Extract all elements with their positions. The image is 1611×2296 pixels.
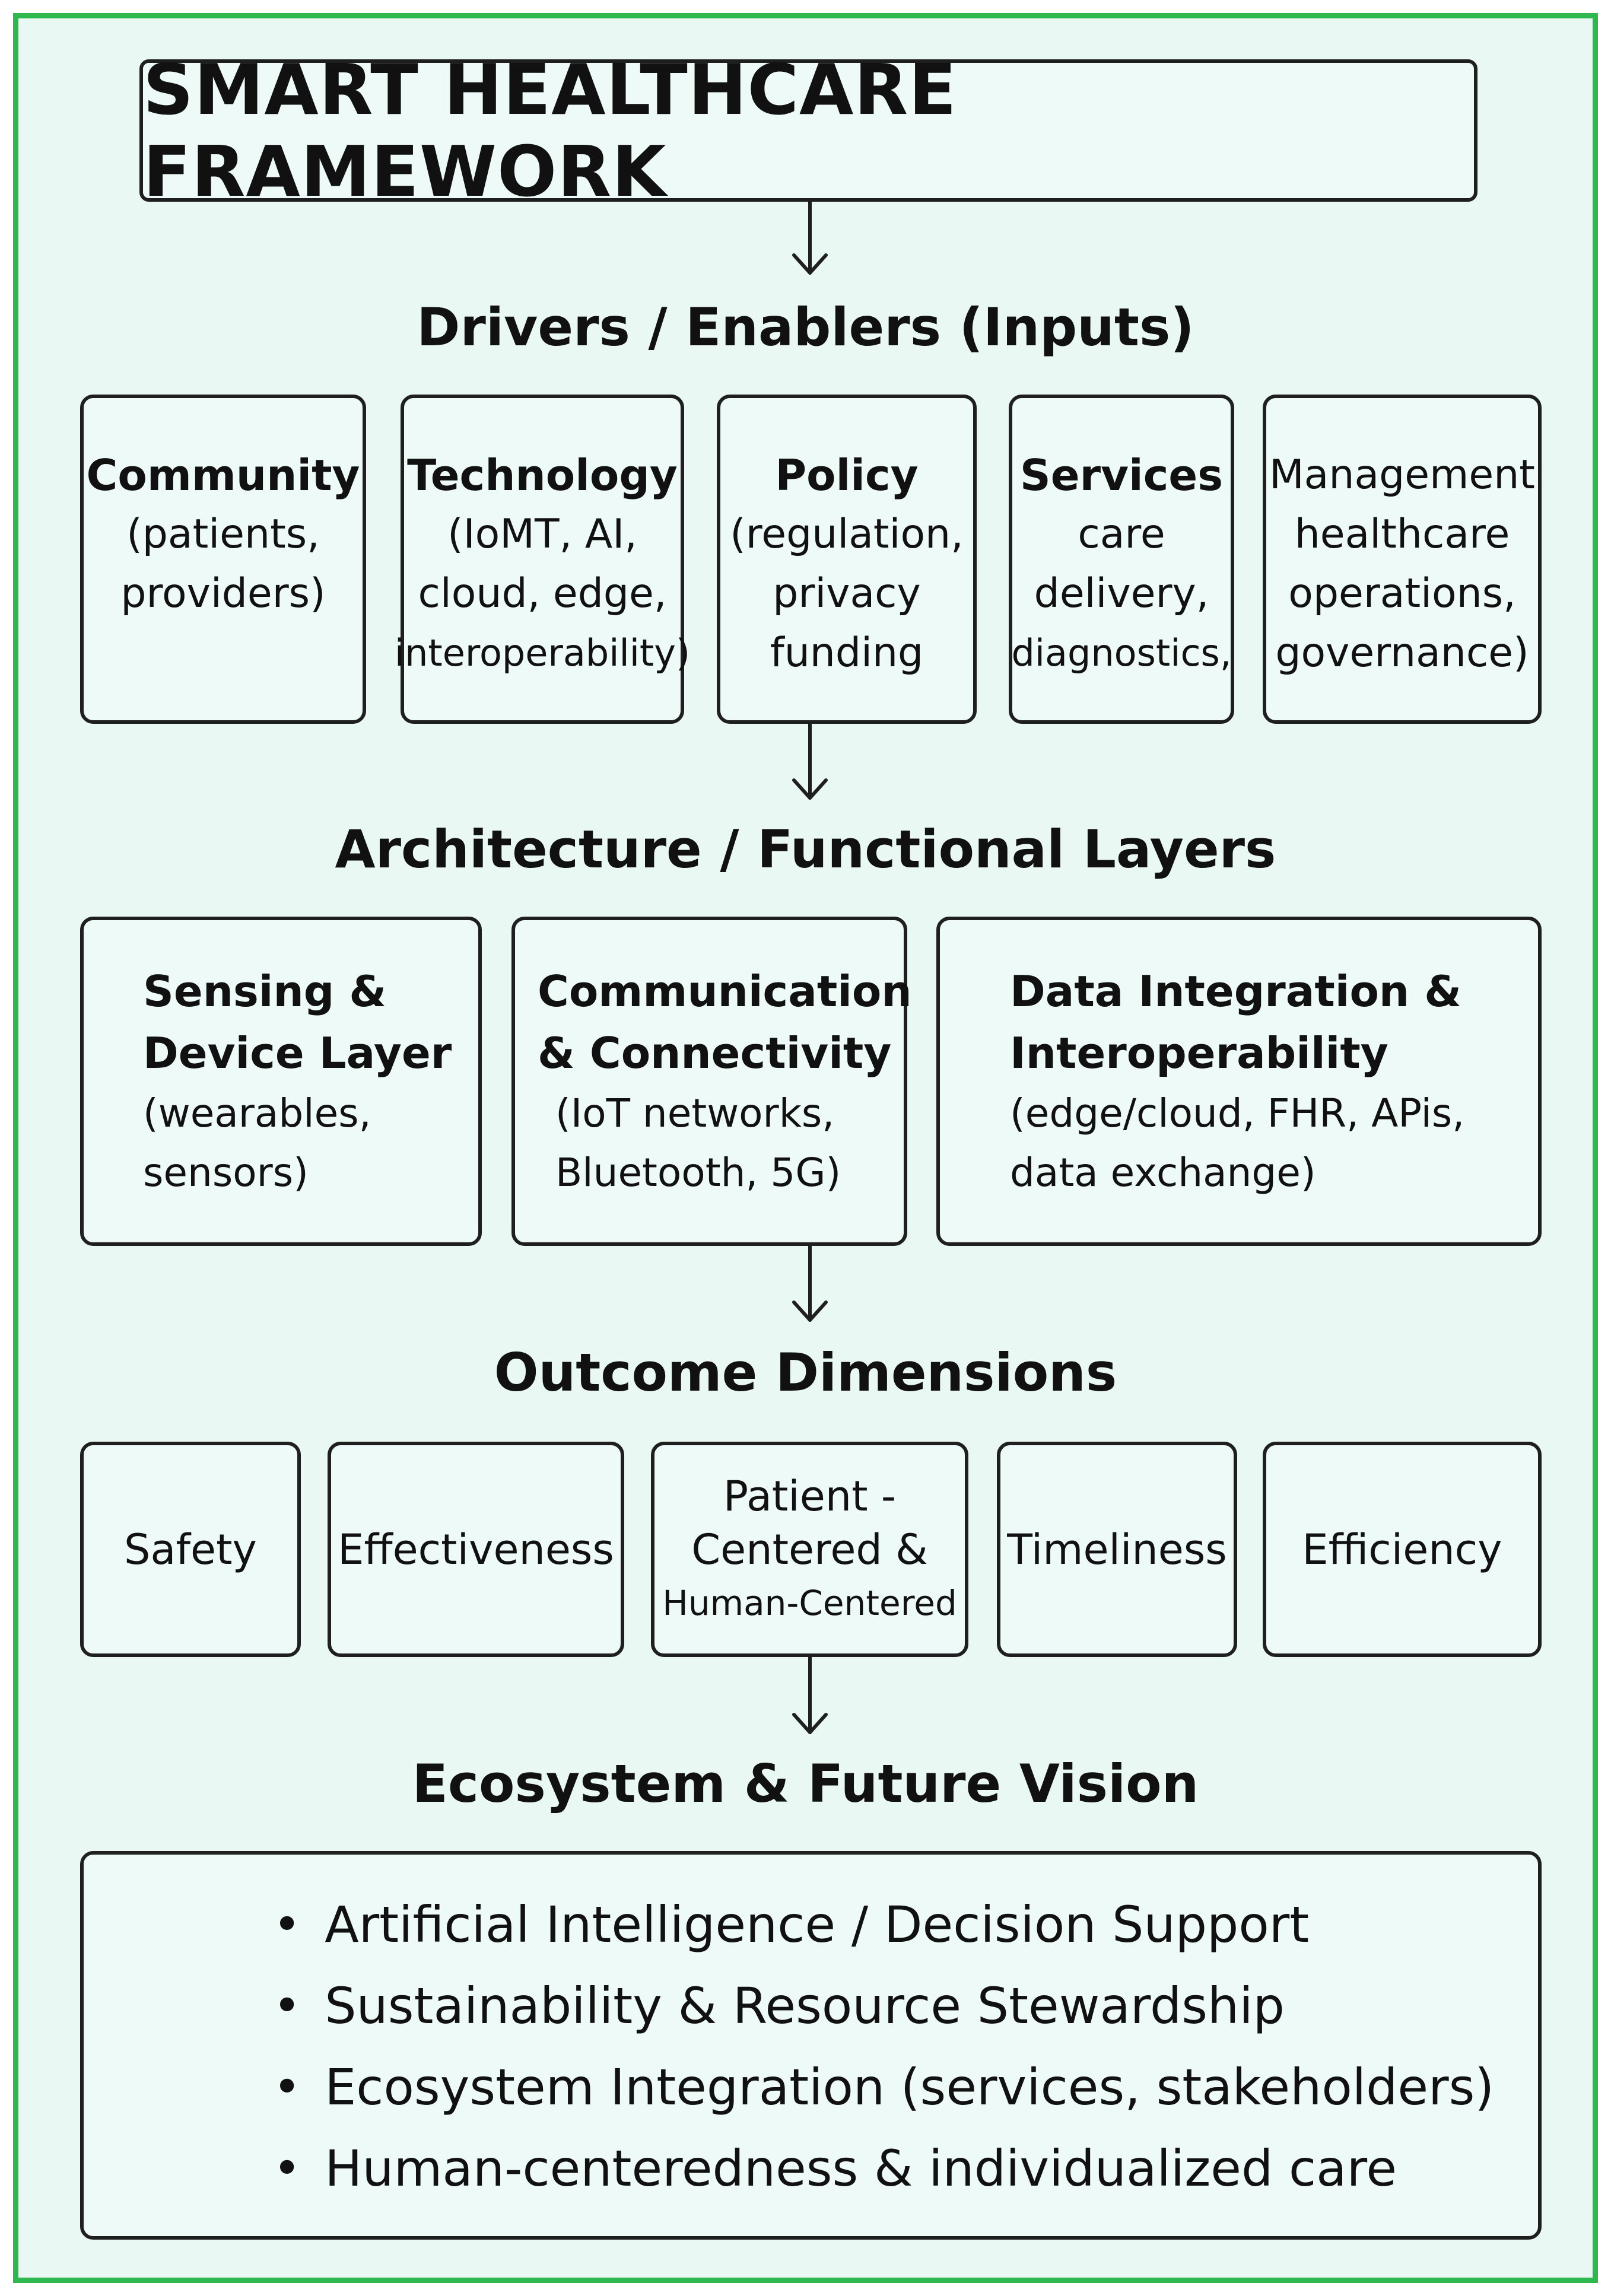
layer-line: Bluetooth, 5G): [555, 1149, 841, 1195]
list-item: • Ecosystem Integration (services, stake…: [273, 2046, 1494, 2128]
driver-box-policy: Policy (regulation, privacy funding: [717, 395, 977, 724]
outcome-label: Safety: [124, 1525, 257, 1574]
layer-title: & Connectivity: [538, 1028, 892, 1078]
list-item: • Sustainability & Resource Stewardship: [273, 1965, 1494, 2046]
layer-title: Communication: [538, 966, 912, 1016]
driver-box-management: Management healthcare operations, govern…: [1263, 395, 1542, 724]
driver-title: Technology: [407, 450, 678, 500]
driver-box-technology: Technology (IoMT, AI, cloud, edge, inter…: [395, 395, 690, 724]
layer-line: (wearables,: [143, 1090, 371, 1136]
driver-box-community: Community (patients, providers): [80, 395, 366, 724]
outcome-label: Patient -: [723, 1471, 897, 1521]
arrow-drivers-to-architecture: [792, 722, 828, 800]
ecosystem-heading: Ecosystem & Future Vision: [412, 1753, 1199, 1814]
layer-line: (edge/cloud, FHR, APis,: [1010, 1090, 1465, 1136]
outcome-label: Efficiency: [1302, 1525, 1502, 1574]
diagram-title: SMART HEALTHCARE FRAMEWORK: [143, 49, 957, 212]
driver-title: Services: [1019, 450, 1224, 500]
layer-title: Interoperability: [1010, 1028, 1388, 1078]
list-item: • Artificial Intelligence / Decision Sup…: [273, 1884, 1494, 1965]
driver-line: (regulation,: [730, 511, 964, 558]
outcome-label: Timeliness: [1007, 1525, 1227, 1574]
outcome-box-timeliness: Timeliness: [997, 1442, 1237, 1657]
bullet-icon: •: [273, 1897, 301, 1952]
driver-title: Community: [86, 450, 360, 500]
driver-line: providers): [120, 570, 326, 617]
arrow-title-to-drivers: [792, 200, 828, 275]
bullet-text: Artificial Intelligence / Decision Suppo…: [325, 1895, 1310, 1954]
drivers-heading: Drivers / Enablers (Inputs): [417, 297, 1194, 358]
driver-line: operations,: [1288, 570, 1516, 617]
driver-title: Management: [1269, 451, 1535, 498]
driver-line: governance): [1275, 629, 1529, 676]
layer-line: sensors): [143, 1149, 309, 1195]
layer-box-sensing: Sensing & Device Layer (wearables, senso…: [80, 917, 482, 1246]
layer-line: (IoT networks,: [555, 1090, 835, 1136]
outcome-box-effectiveness: Effectiveness: [328, 1442, 624, 1657]
layer-box-communication: Communication & Connectivity (IoT networ…: [511, 917, 912, 1246]
driver-box-services: Services care delivery, diagnostics,: [1009, 395, 1234, 724]
outcome-box-patient-centered: Patient - Centered & Human-Centered: [651, 1442, 968, 1657]
driver-line: interoperability): [394, 631, 691, 675]
driver-line: delivery,: [1034, 570, 1209, 617]
layer-line: data exchange): [1010, 1149, 1316, 1195]
outcome-label: Centered &: [691, 1525, 928, 1574]
layer-title: Data Integration &: [1010, 966, 1462, 1016]
layer-title: Device Layer: [143, 1028, 452, 1078]
layer-title: Sensing &: [143, 966, 387, 1016]
bullet-text: Ecosystem Integration (services, stakeho…: [325, 2058, 1495, 2116]
layer-box-data-integration: Data Integration & Interoperability (edg…: [936, 917, 1542, 1246]
outcome-box-efficiency: Efficiency: [1263, 1442, 1542, 1657]
driver-line: funding: [770, 629, 924, 676]
driver-line: healthcare: [1294, 511, 1510, 558]
ecosystem-box: [80, 1851, 1542, 2240]
bullet-icon: •: [273, 2059, 301, 2114]
bullet-text: Sustainability & Resource Stewardship: [325, 1976, 1285, 2035]
outcome-label: Human-Centered: [662, 1582, 957, 1623]
arrow-outcomes-to-ecosystem: [792, 1655, 828, 1734]
outcome-box-safety: Safety: [80, 1442, 301, 1657]
outcomes-heading: Outcome Dimensions: [494, 1342, 1117, 1403]
driver-line: (IoMT, AI,: [447, 511, 637, 558]
outcome-label: Effectiveness: [338, 1525, 614, 1574]
title-box: SMART HEALTHCARE FRAMEWORK: [139, 49, 1477, 212]
ecosystem-bullet-list: • Artificial Intelligence / Decision Sup…: [273, 1884, 1494, 2209]
arrow-architecture-to-outcomes: [792, 1244, 828, 1322]
driver-title: Policy: [775, 450, 919, 500]
list-item: • Human-centeredness & individualized ca…: [273, 2128, 1494, 2209]
driver-line: diagnostics,: [1011, 631, 1232, 675]
bullet-text: Human-centeredness & individualized care: [325, 2139, 1397, 2198]
driver-line: (patients,: [126, 511, 320, 558]
driver-line: cloud, edge,: [418, 570, 667, 617]
bullet-icon: •: [273, 2141, 301, 2196]
architecture-heading: Architecture / Functional Layers: [335, 819, 1276, 880]
driver-line: care: [1078, 511, 1165, 558]
driver-line: privacy: [773, 570, 921, 617]
bullet-icon: •: [273, 1978, 301, 2033]
